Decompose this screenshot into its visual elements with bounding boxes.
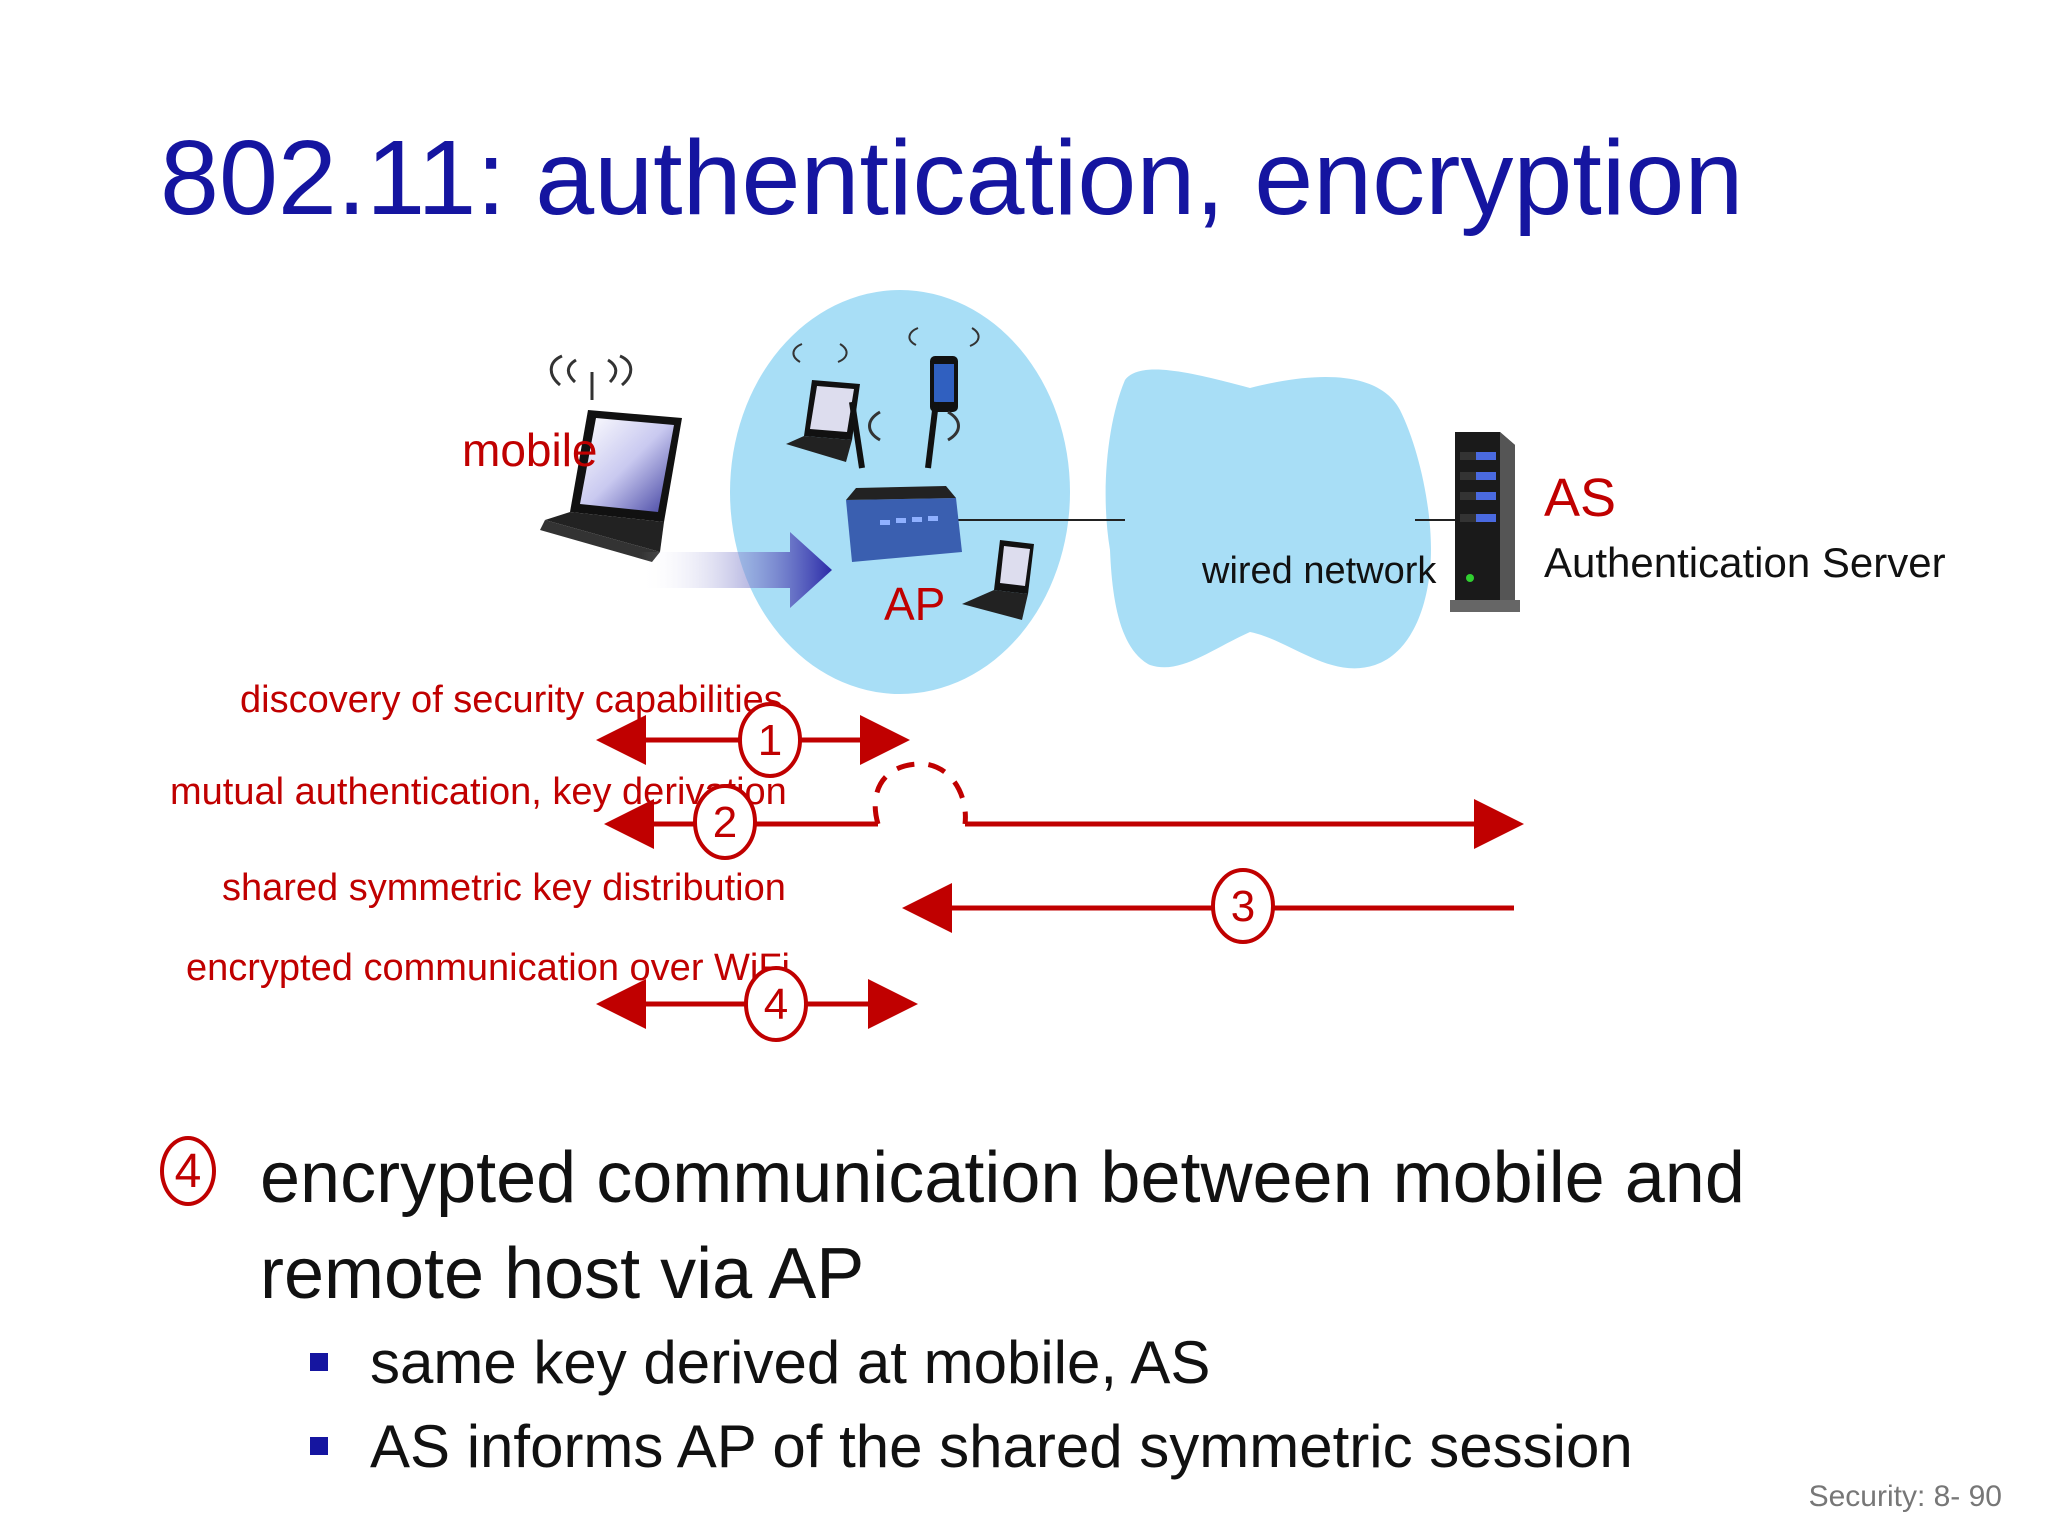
wired-network-cloud xyxy=(1105,369,1431,669)
subpoint-text: same key derived at mobile, AS xyxy=(370,1328,1211,1396)
step-3-label: shared symmetric key distribution xyxy=(222,867,786,909)
step-4-number: 4 xyxy=(764,980,788,1029)
ap-label: AP xyxy=(884,578,945,630)
slide-footer: Security: 8- 90 xyxy=(1808,1480,2002,1513)
as-full-label: Authentication Server xyxy=(1544,539,1946,586)
wired-network-label: wired network xyxy=(1201,550,1437,592)
step-1-label: discovery of security capabilities xyxy=(240,679,783,721)
square-bullet-icon xyxy=(310,1353,328,1371)
step-2-badge xyxy=(693,784,757,860)
mobile-label: mobile xyxy=(462,424,598,476)
step-2-relay-arc xyxy=(872,761,968,825)
as-label: AS xyxy=(1544,468,1616,528)
cell-laptop-bottom-icon xyxy=(962,540,1034,620)
step-2-label: mutual authentication, key derivation xyxy=(170,771,787,813)
main-point-text: encrypted communication between mobile a… xyxy=(260,1138,1745,1314)
step-1-number: 1 xyxy=(758,716,782,765)
subpoint-item: AS informs AP of the shared symmetric se… xyxy=(310,1404,1633,1488)
authentication-server-icon xyxy=(1450,432,1520,612)
step-2-number: 2 xyxy=(713,798,737,847)
mobile-moving-arrow xyxy=(640,532,832,608)
step-1-badge xyxy=(738,702,802,778)
main-point: 4 encrypted communication between mobile… xyxy=(160,1130,1960,1322)
mobile-laptop-icon xyxy=(540,354,682,562)
subpoint-list: same key derived at mobile, AS AS inform… xyxy=(310,1320,1633,1488)
step-4-label: encrypted communication over WiFi xyxy=(186,947,790,989)
slide-title: 802.11: authentication, encryption xyxy=(160,119,1744,237)
main-point-step-badge: 4 xyxy=(160,1136,216,1206)
cell-laptop-top-icon xyxy=(786,343,860,462)
square-bullet-icon xyxy=(310,1437,328,1455)
step-3-badge xyxy=(1211,868,1275,944)
cell-phone-icon xyxy=(908,327,980,412)
step-4-badge xyxy=(744,966,808,1042)
subpoint-item: same key derived at mobile, AS xyxy=(310,1320,1633,1404)
subpoint-text: AS informs AP of the shared symmetric se… xyxy=(370,1412,1633,1480)
step-3-number: 3 xyxy=(1231,882,1255,931)
access-point-router-icon xyxy=(846,401,962,562)
